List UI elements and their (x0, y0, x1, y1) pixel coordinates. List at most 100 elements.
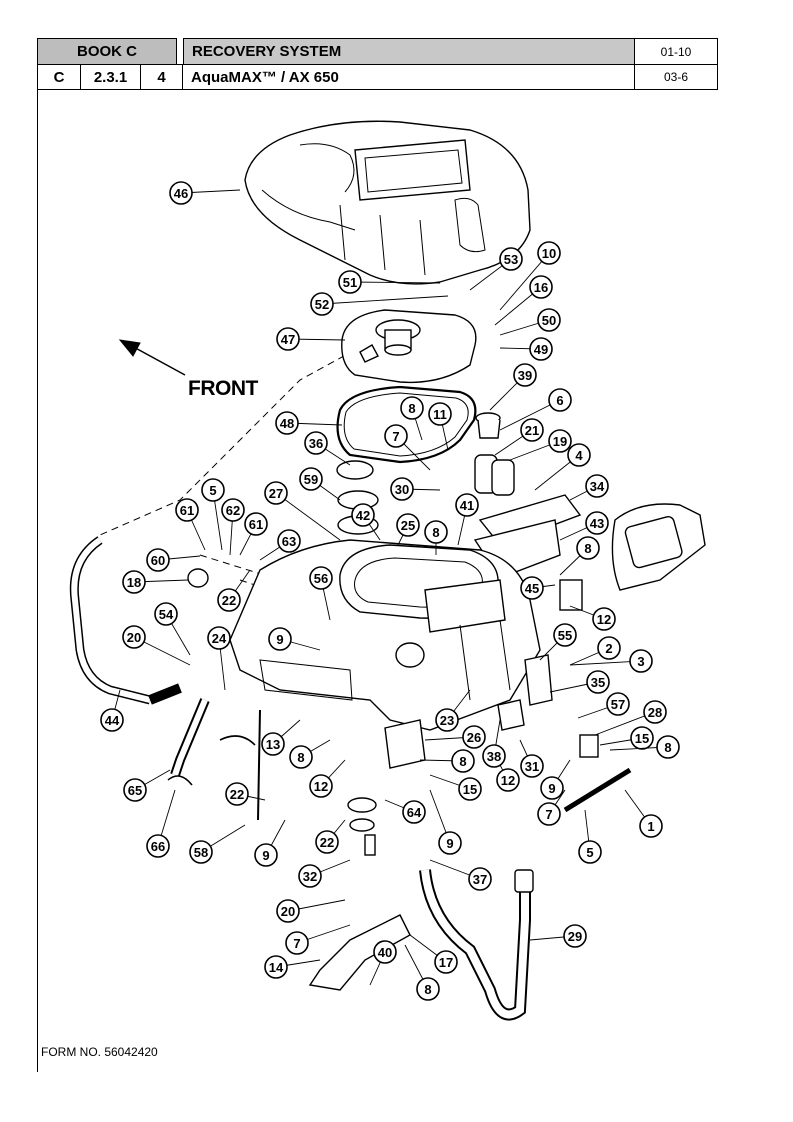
callout-13: 13 (261, 719, 301, 756)
callout-bubble (402, 800, 426, 824)
callout-number: 30 (395, 482, 409, 497)
callout-bubble (597, 636, 621, 660)
callout-number: 63 (282, 534, 296, 549)
callout-bubble (268, 627, 292, 651)
callout-number: 22 (222, 593, 236, 608)
callout-bubble (309, 774, 333, 798)
callout-number: 46 (174, 186, 188, 201)
callout-number: 20 (127, 630, 141, 645)
callout-number: 6 (556, 393, 563, 408)
callout-bubble (520, 754, 544, 778)
callout-number: 57 (611, 697, 625, 712)
callout-bubble (373, 940, 397, 964)
callout-bubble (309, 566, 333, 590)
callout-bubble (416, 977, 440, 1001)
callout-11: 11 (428, 402, 452, 451)
callout-number: 44 (105, 713, 120, 728)
callout-number: 21 (525, 423, 539, 438)
form-number: FORM NO. 56042420 (41, 1045, 158, 1059)
callout-number: 60 (151, 553, 165, 568)
callout-number: 55 (558, 628, 572, 643)
callout-12: 12 (309, 759, 346, 798)
callout-leader (275, 492, 341, 541)
callout-number: 22 (320, 835, 334, 850)
section-title: RECOVERY SYSTEM (192, 43, 342, 60)
callout-number: 9 (276, 632, 283, 647)
callout-5: 5 (201, 478, 225, 551)
callout-number: 31 (525, 759, 539, 774)
callout-bubble (434, 950, 458, 974)
callout-bubble (576, 536, 600, 560)
callout-number: 8 (459, 754, 466, 769)
callout-number: 42 (356, 508, 370, 523)
callout-3: 3 (569, 649, 653, 673)
callout-bubble (175, 498, 199, 522)
callout-number: 8 (424, 982, 431, 997)
callout-number: 14 (269, 960, 284, 975)
callout-bubble (586, 670, 610, 694)
plate-28 (579, 734, 599, 758)
callout-bubble (468, 867, 492, 891)
callout-61: 61 (175, 498, 206, 551)
date-cell: 01-10 (635, 38, 718, 64)
callout-bubble (499, 247, 523, 271)
callout-12: 12 (496, 764, 520, 792)
callout-8: 8 (424, 520, 448, 555)
callout-18: 18 (122, 570, 189, 594)
rod-22 (257, 709, 261, 821)
bracket-26 (384, 719, 426, 769)
callout-number: 40 (378, 945, 392, 960)
callout-40: 40 (369, 940, 397, 986)
rod-32 (563, 767, 632, 813)
callout-bubble (592, 607, 616, 631)
page-number: 03-6 (663, 70, 689, 84)
callout-number: 49 (534, 342, 548, 357)
callout-number: 9 (548, 781, 555, 796)
bracket-55 (524, 654, 553, 706)
callout-number: 9 (262, 848, 269, 863)
hose-44-outer (69, 536, 152, 705)
callout-bubble (351, 503, 375, 527)
callout-38: 38 (482, 719, 506, 768)
callout-number: 23 (440, 713, 454, 728)
callout-8: 8 (559, 536, 600, 576)
callout-59: 59 (299, 467, 341, 501)
callout-65: 65 (123, 769, 171, 802)
front-arrow-head (118, 339, 141, 357)
callout-bubble (384, 424, 408, 448)
callout-bubble (277, 529, 301, 553)
callout-bubble (264, 955, 288, 979)
callout-number: 38 (487, 749, 501, 764)
callout-number: 65 (128, 783, 142, 798)
date: 01-10 (660, 44, 692, 59)
callout-number: 7 (392, 429, 399, 444)
callout-26: 26 (424, 725, 486, 749)
callout-29: 29 (529, 924, 587, 948)
section-number: 2.3.1 (93, 68, 128, 86)
callout-1: 1 (624, 789, 663, 838)
callout-31: 31 (519, 739, 544, 778)
callout-number: 37 (473, 872, 487, 887)
callout-8: 8 (289, 739, 331, 769)
bracket-38 (497, 699, 525, 731)
callout-number: 53 (504, 252, 518, 267)
hose-40-inner (421, 869, 529, 1019)
hose-44-inner (71, 537, 151, 703)
callout-54: 54 (154, 602, 191, 656)
callout-number: 1 (647, 819, 654, 834)
callout-bubble (298, 864, 322, 888)
filter-19 (491, 459, 515, 496)
callout-bubble (304, 431, 328, 455)
callout-14: 14 (264, 955, 321, 979)
callout-bubble (264, 481, 288, 505)
callout-41: 41 (455, 493, 479, 546)
callout-bubble (217, 588, 241, 612)
callout-number: 19 (553, 434, 567, 449)
callout-bubble (553, 623, 577, 647)
callout-number: 8 (408, 401, 415, 416)
part-64 (347, 797, 377, 813)
callout-56: 56 (309, 566, 333, 621)
callout-17: 17 (409, 934, 458, 974)
callout-bubble (390, 477, 414, 501)
callout-number: 22 (230, 787, 244, 802)
